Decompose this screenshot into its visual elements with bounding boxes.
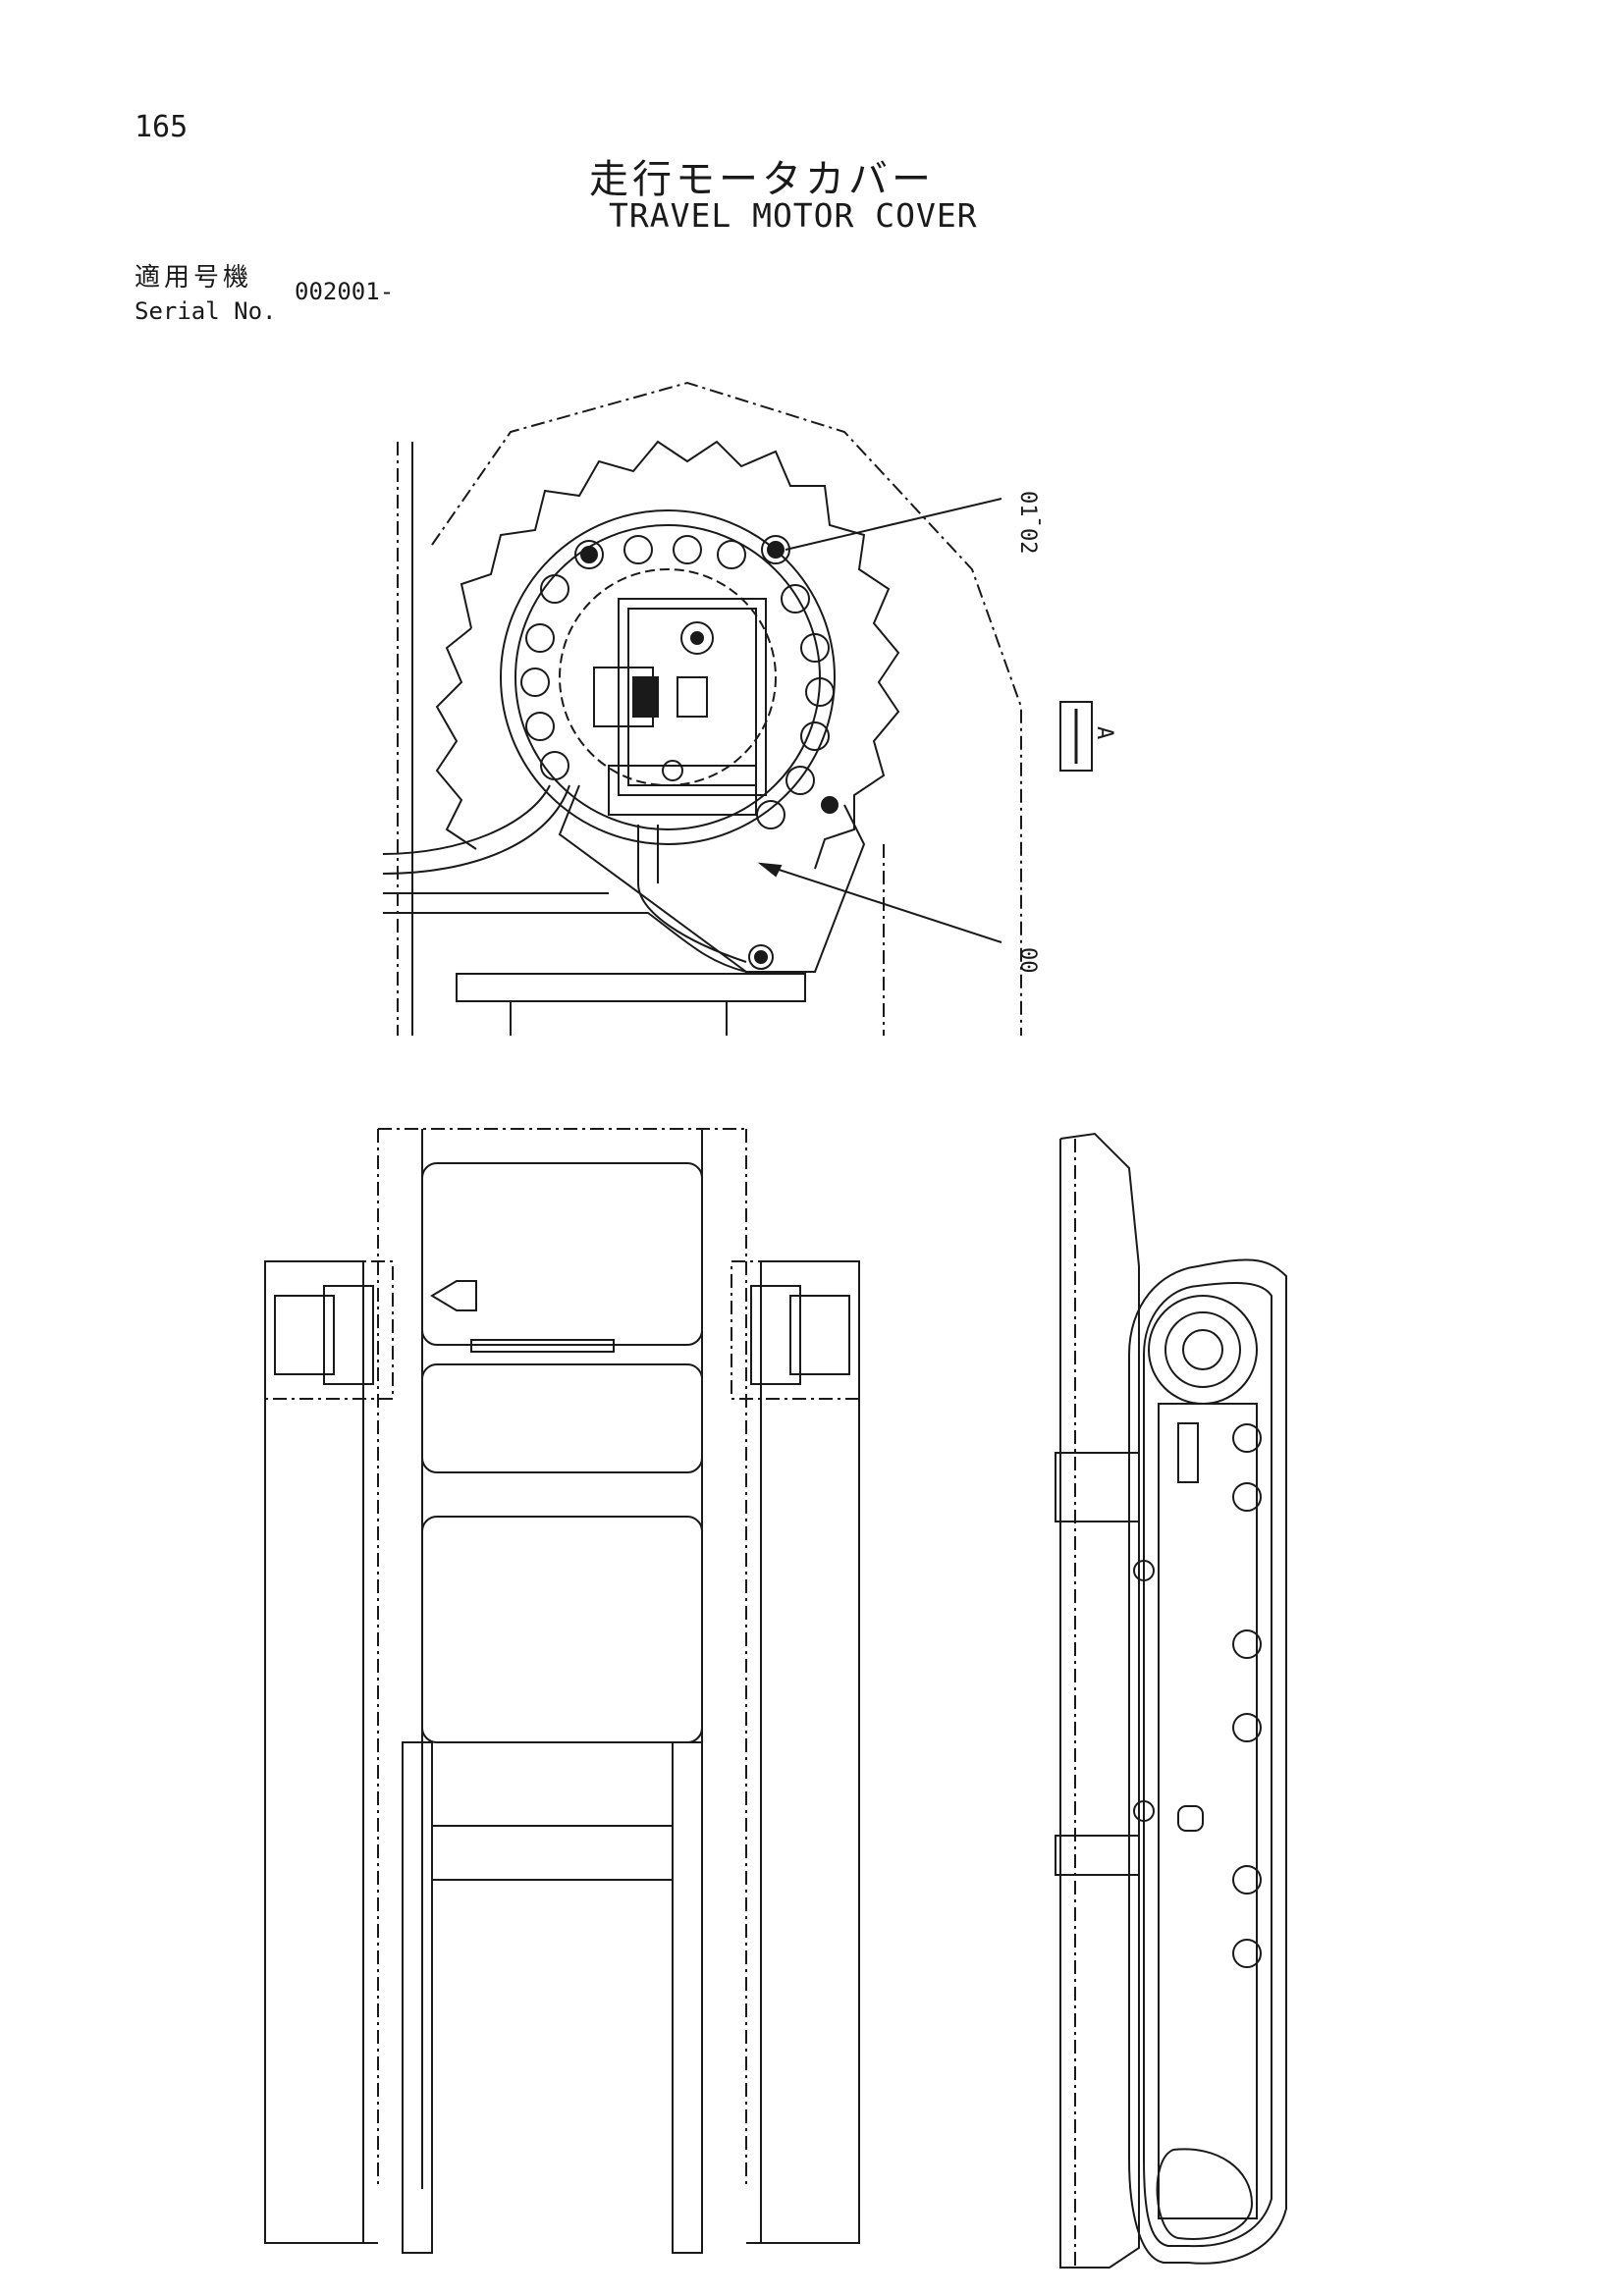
page-number: 165 — [135, 110, 189, 144]
callout-00: 00 — [1015, 947, 1040, 974]
undercarriage-top-view — [264, 1128, 860, 2254]
serial-label-english: Serial No. — [135, 297, 277, 325]
view-arrow-icon — [1059, 701, 1093, 772]
serial-number-value: 002001- — [295, 278, 395, 305]
undercarriage-side-view — [1055, 1132, 1287, 2269]
serial-label-japanese: 適用号機 — [135, 263, 253, 293]
callout-01: 01 — [1015, 491, 1040, 517]
sprocket-drawing — [382, 381, 1022, 1036]
title-japanese: 走行モータカバー — [589, 157, 935, 202]
callout-dash: - — [1028, 515, 1053, 528]
title-english: TRAVEL MOTOR COVER — [609, 196, 978, 235]
callout-labels: 01 - 02 00 A — [1015, 491, 1116, 974]
callout-02: 02 — [1015, 528, 1040, 555]
view-a-label: A — [1092, 726, 1116, 739]
